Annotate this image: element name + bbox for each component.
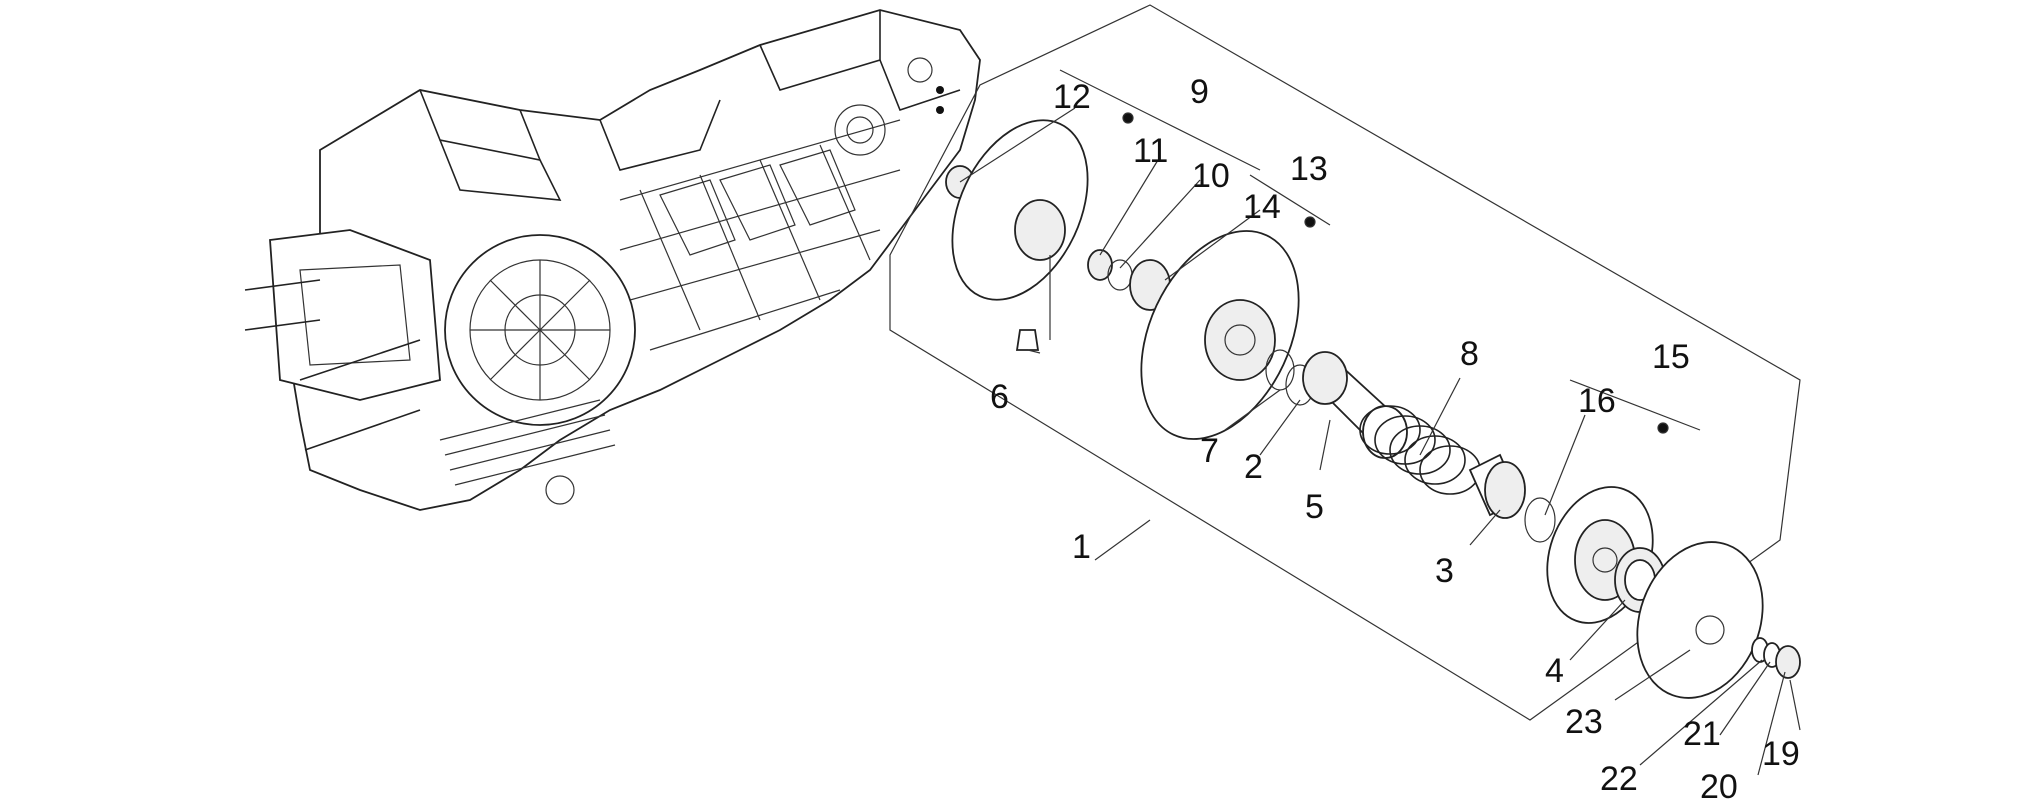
label-7: 7 xyxy=(1200,432,1219,470)
label-1: 1 xyxy=(1072,528,1091,566)
leader-lines xyxy=(959,107,1801,776)
transmission-parts xyxy=(945,119,1801,699)
assembly-bracket-lines xyxy=(889,4,1801,721)
label-3: 3 xyxy=(1435,552,1454,590)
circlip-10 xyxy=(1107,259,1133,291)
label-12: 12 xyxy=(1053,78,1091,116)
nut-19 xyxy=(1775,645,1801,679)
label-9: 9 xyxy=(1190,73,1209,111)
pulley-hub-9 xyxy=(1014,199,1066,261)
label-2: 2 xyxy=(1244,448,1263,486)
label-16: 16 xyxy=(1578,382,1616,420)
label-13: 13 xyxy=(1290,150,1328,188)
label-5: 5 xyxy=(1305,488,1324,526)
label-20: 20 xyxy=(1700,768,1738,803)
ring-11 xyxy=(1087,249,1113,281)
pulley-hub-13 xyxy=(1204,299,1276,381)
label-23: 23 xyxy=(1565,703,1603,741)
label-22: 22 xyxy=(1600,760,1638,798)
label-19: 19 xyxy=(1762,735,1800,773)
slider-6 xyxy=(1015,329,1040,351)
spring-8 xyxy=(1359,405,1481,495)
crankcase-housing xyxy=(244,9,981,511)
label-14: 14 xyxy=(1243,188,1281,226)
label-4: 4 xyxy=(1545,652,1564,690)
label-11: 11 xyxy=(1133,132,1168,170)
label-15: 15 xyxy=(1652,338,1690,376)
label-10: 10 xyxy=(1192,157,1230,195)
part-labels: 12 9 11 10 13 14 6 8 15 16 7 2 5 1 3 4 2… xyxy=(990,73,1800,803)
label-21: 21 xyxy=(1683,715,1721,753)
label-6: 6 xyxy=(990,378,1009,416)
ring-16 xyxy=(1524,497,1556,543)
label-8: 8 xyxy=(1460,335,1479,373)
